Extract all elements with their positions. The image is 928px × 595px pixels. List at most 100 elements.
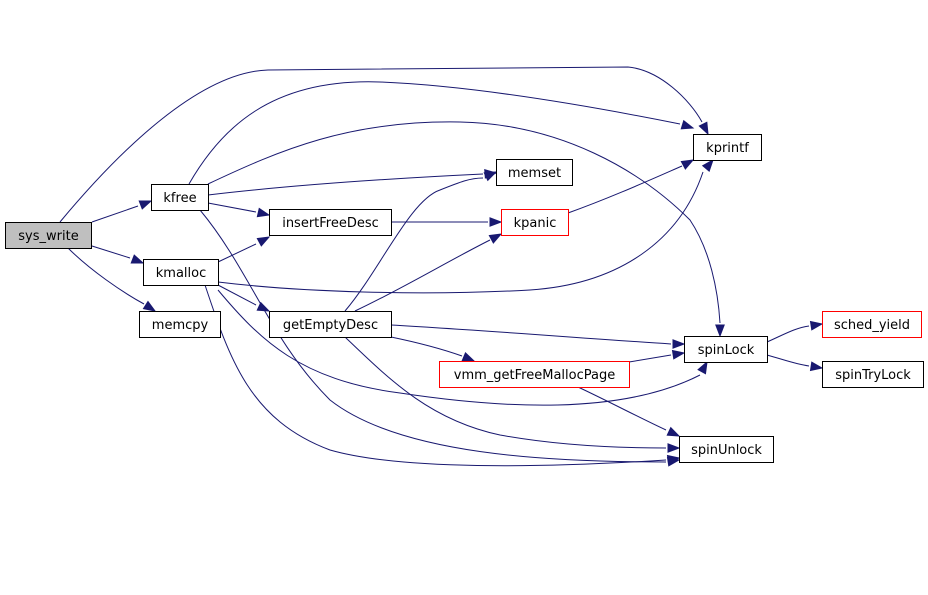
node-box: [269, 209, 392, 236]
node-box: [151, 184, 209, 211]
arrowhead: [667, 443, 681, 453]
edge-line: [217, 289, 701, 406]
edge-line: [188, 81, 681, 185]
edge-sys_write-to-kprintf: [59, 66, 709, 223]
node-box: [5, 222, 92, 249]
edge-line: [766, 354, 810, 367]
node-box: [269, 311, 392, 338]
edge-spinLock-to-spinTryLock: [766, 354, 824, 372]
arrowhead: [698, 121, 709, 136]
node-label: sys_write: [18, 229, 78, 244]
node-spinLock[interactable]: spinLock: [684, 336, 768, 363]
edge-kpanic-to-kprintf: [567, 159, 695, 214]
edge-kmalloc-to-insertFreeDesc: [217, 236, 271, 263]
node-label: spinLock: [698, 343, 755, 358]
node-label: vmm_getFreeMallocPage: [454, 368, 615, 383]
edge-kmalloc-to-kprintf: [217, 158, 714, 294]
node-label: memcpy: [152, 318, 209, 333]
arrowhead: [142, 300, 157, 312]
arrowhead: [809, 361, 824, 372]
arrowhead: [130, 254, 145, 264]
edge-kmalloc-to-spinUnlock: [204, 284, 681, 467]
node-box: [822, 361, 924, 388]
node-kmalloc[interactable]: kmalloc: [143, 259, 219, 286]
arrowhead: [666, 454, 681, 465]
edge-line: [344, 336, 667, 449]
arrowhead: [680, 119, 695, 130]
node-spinUnlock[interactable]: spinUnlock: [679, 436, 774, 463]
edge-sys_write-to-memcpy: [67, 247, 157, 312]
node-label: kpanic: [514, 216, 557, 231]
edge-line: [207, 121, 721, 324]
arrowhead: [697, 360, 708, 375]
edge-line: [199, 209, 667, 463]
nodes-layer: sys_write kfree kmalloc memcpy insertFreeDes…: [5, 134, 924, 463]
edge-line: [344, 177, 484, 312]
arrowhead: [671, 349, 686, 360]
edge-line: [217, 243, 257, 263]
edge-spinLock-to-sched_yield: [766, 320, 824, 343]
edge-getEmptyDesc-to-spinLock: [390, 324, 686, 349]
arrowhead: [256, 301, 271, 312]
node-label: kfree: [163, 191, 196, 206]
node-box: [439, 361, 630, 388]
edge-line: [217, 284, 257, 306]
edge-line: [204, 284, 667, 467]
edge-line: [91, 245, 131, 259]
node-vmm_getFreeMallocPage[interactable]: vmm_getFreeMallocPage: [439, 361, 630, 388]
arrowhead: [483, 171, 498, 182]
edge-line: [207, 202, 257, 213]
arrowhead: [672, 339, 686, 349]
node-sched_yield[interactable]: sched_yield: [822, 311, 922, 338]
arrowhead: [138, 200, 153, 210]
node-memcpy[interactable]: memcpy: [139, 311, 221, 338]
node-insertFreeDesc[interactable]: insertFreeDesc: [269, 209, 392, 236]
edge-kfree-to-kprintf: [188, 81, 695, 185]
node-label: memset: [508, 166, 561, 181]
arrowhead: [461, 352, 476, 362]
edge-line: [390, 336, 463, 357]
edge-line: [567, 165, 683, 214]
node-kfree[interactable]: kfree: [151, 184, 209, 211]
node-getEmptyDesc[interactable]: getEmptyDesc: [269, 311, 392, 338]
edge-line: [207, 173, 484, 196]
edge-kmalloc-to-getEmptyDesc: [217, 284, 271, 312]
arrowhead: [715, 324, 725, 338]
node-box: [143, 259, 219, 286]
node-box: [496, 159, 573, 186]
node-sys_write[interactable]: sys_write: [5, 222, 92, 249]
arrowhead: [680, 159, 695, 170]
node-box: [139, 311, 221, 338]
edge-kfree-to-spinLock: [207, 121, 725, 338]
node-label: spinTryLock: [835, 368, 911, 383]
edge-sys_write-to-kmalloc: [91, 245, 145, 264]
arrowhead: [809, 320, 824, 331]
node-label: kmalloc: [156, 266, 206, 281]
edge-line: [217, 171, 704, 294]
edge-getEmptyDesc-to-kpanic: [354, 233, 503, 312]
edge-getEmptyDesc-to-memset: [344, 171, 498, 312]
node-memset[interactable]: memset: [496, 159, 573, 186]
node-box: [693, 134, 762, 161]
edge-line: [628, 354, 672, 363]
node-spinTryLock[interactable]: spinTryLock: [822, 361, 924, 388]
node-kprintf[interactable]: kprintf: [693, 134, 762, 161]
edge-line: [91, 205, 139, 223]
node-box: [684, 336, 768, 363]
edge-kfree-to-memset: [207, 168, 498, 196]
node-label: spinUnlock: [691, 443, 762, 458]
node-kpanic[interactable]: kpanic: [501, 209, 569, 236]
arrowhead: [488, 233, 503, 244]
node-box: [679, 436, 774, 463]
edge-getEmptyDesc-to-spinUnlock: [344, 336, 681, 453]
edge-vmm_getFreeMallocPage-to-spinUnlock: [577, 386, 681, 437]
edge-kfree-to-insertFreeDesc: [207, 202, 271, 218]
edges-layer: [59, 66, 824, 467]
edge-line: [67, 247, 145, 305]
arrowhead: [489, 217, 503, 227]
edge-getEmptyDesc-to-vmm_getFreeMallocPage: [390, 336, 476, 362]
edge-line: [354, 239, 491, 312]
edge-kmalloc-to-spinLock: [217, 289, 708, 406]
edge-vmm_getFreeMallocPage-to-spinLock: [628, 349, 686, 363]
